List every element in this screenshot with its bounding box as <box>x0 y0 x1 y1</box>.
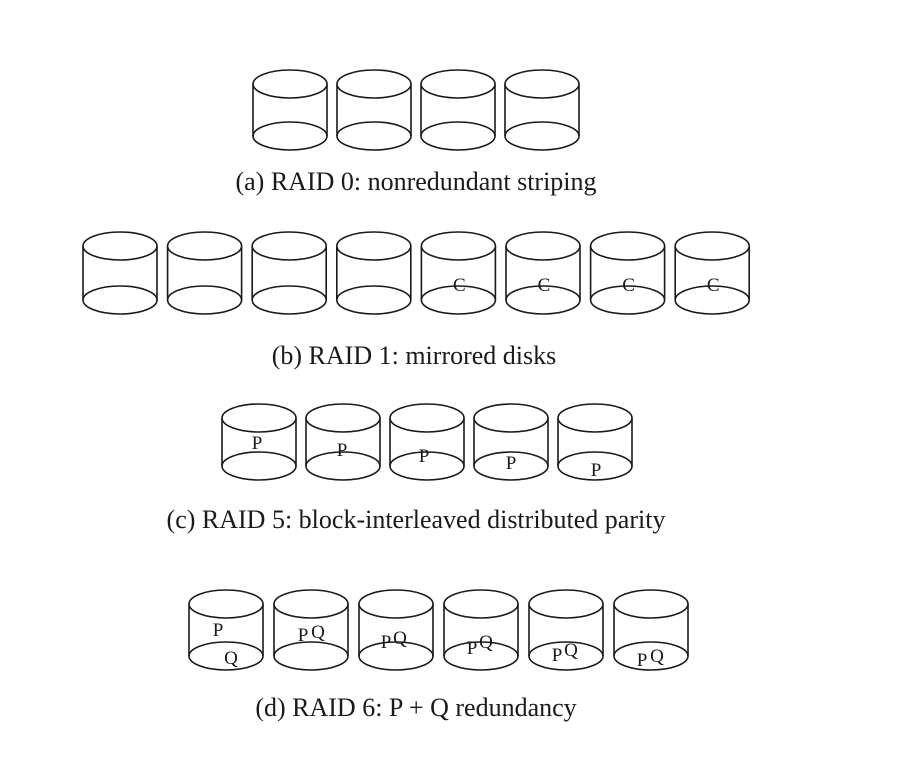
disk-icon: PQ <box>188 589 264 671</box>
disk-top <box>443 589 519 619</box>
disk-top <box>251 231 328 261</box>
raid5-disk-array: P P P P P <box>221 403 633 481</box>
disk-top <box>589 231 666 261</box>
disk-icon: P <box>557 403 633 481</box>
disk-bottom <box>335 285 412 315</box>
disk-label: Q <box>311 622 325 643</box>
disk-icon <box>252 69 328 151</box>
disk-top <box>420 231 497 261</box>
disk-bottom <box>420 121 496 151</box>
raid0-disk-array <box>252 69 580 151</box>
disk-top <box>389 403 465 433</box>
disk-icon: C <box>420 231 497 315</box>
disk-bottom <box>273 641 349 671</box>
disk-top <box>674 231 751 261</box>
disk-label: Q <box>479 632 493 653</box>
disk-top <box>82 231 158 261</box>
raid0-caption: (a) RAID 0: nonredundant striping <box>235 167 597 196</box>
disk-top <box>358 589 434 619</box>
raid6-caption: (d) RAID 6: P + Q redundancy <box>255 693 577 722</box>
raid1-caption: (b) RAID 1: mirrored disks <box>271 341 557 370</box>
disk-label: C <box>453 275 466 296</box>
disk-label: Q <box>650 646 664 667</box>
disk-bottom <box>251 285 328 315</box>
disk-top <box>335 231 412 261</box>
disk-label: P <box>552 645 563 666</box>
disk-icon <box>335 231 412 315</box>
disk-bottom <box>82 285 158 315</box>
disk-top <box>273 589 349 619</box>
disk-label: P <box>419 446 430 467</box>
disk-top <box>221 403 297 433</box>
disk-icon: P <box>305 403 381 481</box>
disk-bottom <box>336 121 412 151</box>
disk-top <box>504 69 580 99</box>
disk-label: Q <box>393 628 407 649</box>
raid5-caption: (c) RAID 5: block-interleaved distribute… <box>166 505 666 534</box>
disk-bottom <box>166 285 243 315</box>
disk-label: C <box>707 275 720 296</box>
disk-top <box>305 403 381 433</box>
disk-label: C <box>622 275 635 296</box>
disk-icon <box>166 231 243 315</box>
disk-icon: C <box>505 231 581 315</box>
disk-label: Q <box>564 640 578 661</box>
disk-label: P <box>467 638 478 659</box>
disk-icon <box>504 69 580 151</box>
disk-icon: C <box>589 231 666 315</box>
disk-label: P <box>637 650 648 671</box>
disk-top <box>557 403 633 433</box>
disk-icon: P <box>389 403 465 481</box>
disk-icon <box>251 231 328 315</box>
disk-top <box>613 589 689 619</box>
disk-icon: P <box>221 403 297 481</box>
disk-top <box>505 231 581 261</box>
disk-label: C <box>538 275 551 296</box>
disk-bottom <box>504 121 580 151</box>
disk-top <box>188 589 264 619</box>
disk-top <box>473 403 549 433</box>
disk-icon <box>82 231 158 315</box>
disk-icon <box>336 69 412 151</box>
disk-top <box>420 69 496 99</box>
disk-bottom <box>221 451 297 481</box>
disk-top <box>252 69 328 99</box>
disk-icon: P <box>473 403 549 481</box>
disk-top <box>166 231 243 261</box>
disk-label: P <box>298 625 309 646</box>
disk-label: P <box>506 453 517 474</box>
disk-bottom <box>252 121 328 151</box>
disk-label: Q <box>224 648 238 669</box>
disk-label: P <box>252 433 263 454</box>
disk-label: P <box>337 440 348 461</box>
disk-icon <box>420 69 496 151</box>
disk-label: P <box>381 632 392 653</box>
disk-top <box>528 589 604 619</box>
disk-icon: C <box>674 231 751 315</box>
disk-label: P <box>213 620 224 641</box>
disk-top <box>336 69 412 99</box>
disk-label: P <box>591 460 602 481</box>
